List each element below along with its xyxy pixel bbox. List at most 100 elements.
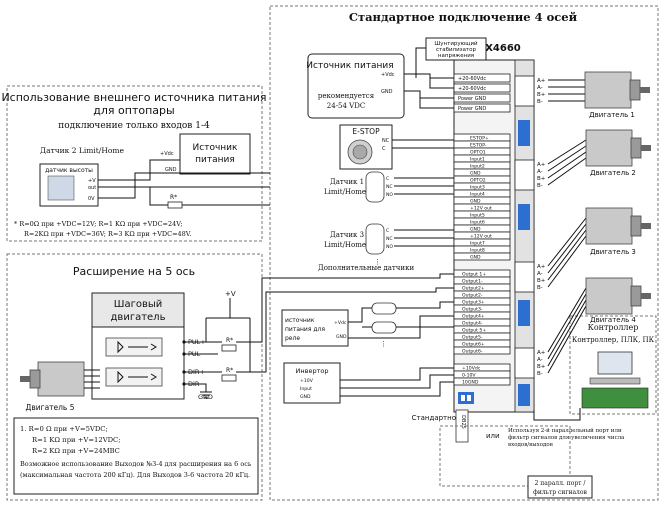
opto-power-pin-gnd: GND (165, 167, 177, 173)
psu-plus-wire (404, 73, 454, 89)
stepper-driver-line1: Шаговый (114, 299, 162, 310)
fifth-note-2: R=1 KΩ при +V=12VDC; (32, 436, 121, 444)
fifth-gnd-symbol (184, 383, 212, 399)
opto-wire-0v (98, 172, 180, 199)
term-in-12-label: Input6 (470, 220, 485, 226)
controller-board-icon (581, 387, 649, 409)
sensor3-line1: Датчик 3 (330, 231, 364, 239)
term-out-0-label: Output 1+ (462, 272, 486, 278)
motor4-shaft (641, 293, 651, 299)
inverter-pin-10v: +10V (300, 378, 314, 384)
estop-label: E-STOP (352, 127, 380, 136)
gnd-label: GND (198, 393, 213, 401)
shunt-line2: стабилизатор (436, 47, 477, 53)
power-supply-title: Источник питания (306, 61, 393, 71)
fifth-r-dir (221, 374, 237, 382)
dots-sensor3: ⋮ (374, 258, 381, 266)
relay-wires (348, 301, 454, 339)
shunt-wire (415, 47, 426, 78)
m4-pin-b-plus: B+ (537, 364, 546, 370)
input-terminal-block: ESTOP+ ESTOP- OPTO1 Input1 Input2 GND OP… (453, 133, 511, 261)
inverter-pin-input: Input (300, 386, 312, 392)
sensor3-wires (394, 229, 454, 247)
psu-pin-vdc: +Vdc (381, 72, 395, 78)
filter-line1: Используя 2-й параллельный порт или (508, 428, 622, 434)
m2-pin-a-plus: A+ (537, 162, 546, 168)
motor3-shaft (641, 223, 651, 229)
motor2-flange (630, 137, 642, 159)
optocoupler-section-frame (6, 85, 263, 242)
motor2-leads (547, 139, 587, 186)
motor3-label: Двигатель 3 (590, 248, 636, 256)
motor1-shaft (640, 87, 650, 93)
term-in-5-label: GND (470, 171, 481, 177)
plus-v-label: +V (225, 290, 236, 298)
sensor1-line1: Датчик 1 (330, 178, 364, 186)
fifth-r-pul (221, 344, 237, 352)
opto-wire-resistor (149, 187, 270, 206)
sensor-pin-0v: 0V (88, 196, 95, 202)
motor4-leads (547, 287, 587, 374)
opto-led-dir-icon (117, 370, 157, 384)
m2-pin-b-minus: B- (537, 183, 543, 189)
sensor1-pin-c: C (386, 176, 389, 182)
m2-pin-a-minus: A- (537, 169, 543, 175)
term-in-15-label: Input7 (470, 241, 485, 247)
fifth-axis-section-frame (6, 253, 263, 501)
term-in-13-label: GND (470, 227, 481, 233)
sensor3-pin-nc: NC (386, 236, 393, 242)
port2-line2: фильтр сигналов (533, 489, 587, 496)
inverter-box (283, 362, 341, 404)
height-sensor-label: датчик высоты (45, 167, 93, 174)
term-out-10-label: Output6+ (462, 342, 485, 348)
motor4-label: Двигатель 4 (590, 316, 636, 324)
height-sensor-icon (47, 175, 75, 201)
term-out-4-label: Output3+ (462, 300, 485, 306)
opto-power-pin-vdc: +Vdc (160, 151, 174, 157)
motor2-shaft (641, 145, 651, 151)
term-in-9-label: GND (470, 199, 481, 205)
shunt-line3: напряжения (438, 53, 474, 59)
opto-wire-vplus (98, 159, 180, 181)
term-analog-2-label: 10GND (462, 380, 479, 386)
term-in-7-label: Input3 (470, 185, 485, 191)
db25-label: DB25 (460, 415, 466, 429)
opto-resistor (167, 201, 183, 209)
m3-pin-a-plus: A+ (537, 264, 546, 270)
motor2-body (585, 129, 633, 167)
fifth-axis-bus-wires (270, 273, 454, 293)
opto-power-box (179, 133, 251, 175)
m2-pin-b-plus: B+ (537, 176, 546, 182)
opto-resistor-label: R* (170, 194, 177, 201)
motor3-body (585, 207, 633, 245)
motor1-body (584, 71, 632, 109)
opto-led-pul-icon (117, 340, 157, 354)
fifth-note-1: 1. R=0 Ω при +V=5VDC; (20, 425, 108, 433)
psu-pin-gnd: GND (381, 89, 393, 95)
relay-power-line2: питания для (285, 326, 325, 333)
controller-cable (533, 408, 581, 421)
controller-frame (569, 315, 657, 415)
motor5-label: Двигатель 5 (25, 403, 74, 412)
port2-box (527, 475, 593, 499)
m1-pin-a-minus: A- (537, 85, 543, 91)
standard-section-frame (269, 5, 659, 501)
dip-switch (458, 392, 474, 404)
motor1-terminals (514, 75, 535, 107)
dots-relay: ⋮ (380, 340, 387, 348)
term-out-3-label: Output2- (462, 293, 483, 299)
estop-pin-nc: NC (382, 138, 390, 144)
term-in-3-label: Input1 (470, 157, 485, 163)
or-label: или (486, 432, 500, 440)
estop-button-cap (352, 144, 368, 160)
standard-label: Стандартно (412, 414, 456, 422)
term-in-11-label: Input5 (470, 213, 485, 219)
dip-block-1 (518, 120, 530, 146)
term-in-8-label: Input4 (470, 192, 485, 198)
motor4-terminals (514, 347, 535, 379)
sensor3-switch-icon (365, 223, 385, 255)
term-analog-0-label: +10Vdc (462, 366, 481, 372)
term-out-2-label: Output2+ (462, 286, 485, 292)
